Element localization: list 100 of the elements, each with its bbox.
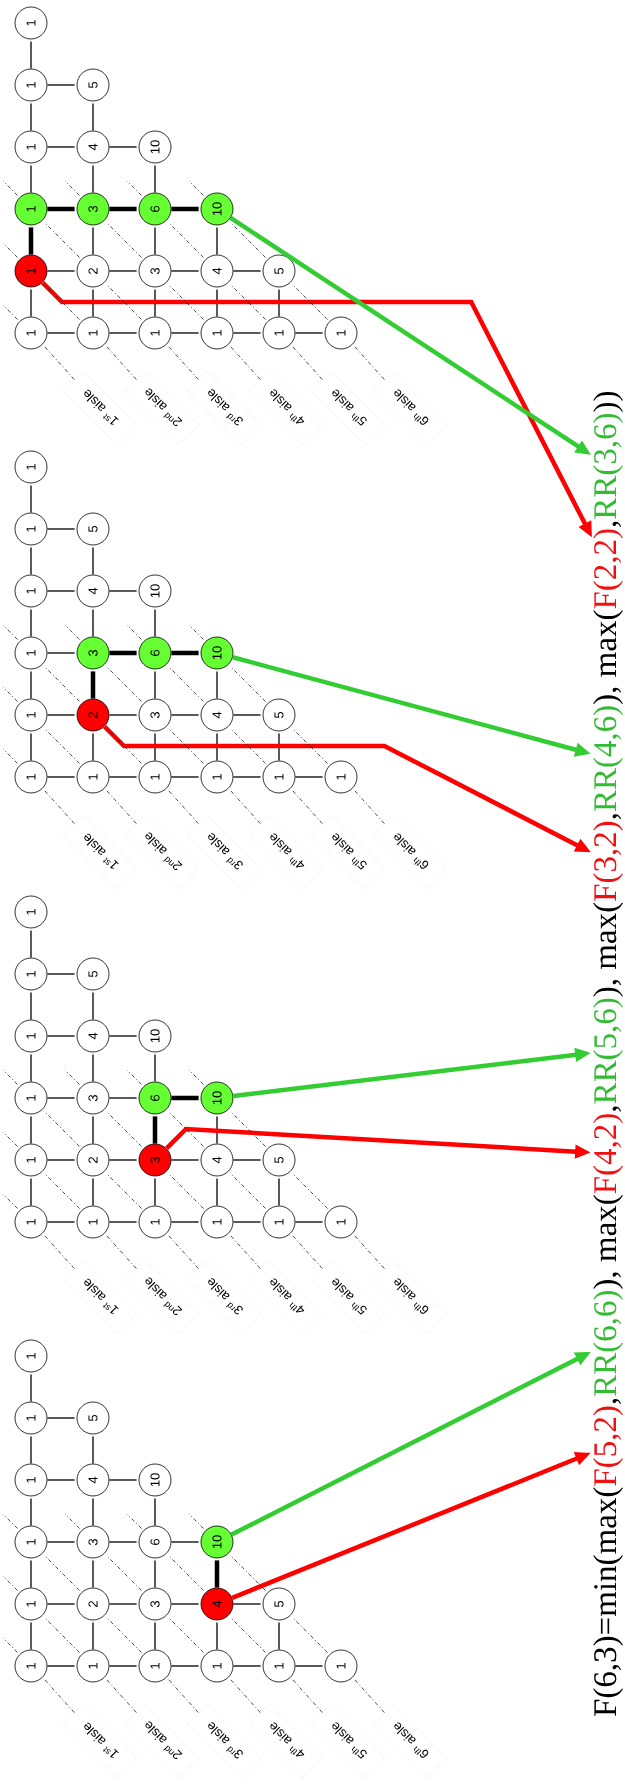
grid-line [109, 650, 137, 656]
aisle-label: 6$^{th}$ aisle [373, 814, 447, 889]
grid-line [171, 1095, 199, 1101]
grid-line [46, 1603, 76, 1605]
leader-line [64, 1513, 261, 1713]
grid-line [108, 590, 138, 592]
leader-line [188, 1069, 385, 1269]
leader-line [2, 748, 75, 824]
grid-line [46, 1221, 76, 1223]
grid-line [214, 1560, 220, 1588]
grid-line [278, 1621, 280, 1651]
grid-line [46, 973, 76, 975]
grid-line [46, 1541, 76, 1543]
grid-line [216, 1115, 218, 1145]
aisle-label: 3$^{rd}$ aisle [187, 1703, 261, 1778]
formula-term: RR(5,6) [593, 998, 624, 1104]
aisle-label: 6$^{th}$ aisle [373, 1703, 447, 1778]
grid-line [171, 650, 199, 656]
grid-line [108, 1665, 138, 1667]
grid-line [154, 1053, 156, 1083]
grid-line [216, 670, 218, 700]
grid-line [92, 546, 94, 576]
formula-term: RR(6,6) [593, 1291, 624, 1396]
leader-line [2, 624, 199, 824]
grid-line [108, 1479, 138, 1481]
aisle-label: 3$^{rd}$ aisle [187, 1259, 261, 1334]
grid-line [278, 1177, 280, 1207]
grid-line [170, 776, 200, 778]
grid-line [232, 1665, 262, 1667]
grid-line [170, 1541, 200, 1543]
leader-line [126, 180, 323, 380]
grid-line [278, 732, 280, 762]
leader-line [2, 1069, 199, 1269]
aisle-label: 1$^{st}$ aisle [63, 370, 137, 445]
grid-line [92, 1053, 94, 1083]
formula-term: F(2,2) [593, 529, 624, 609]
grid-line [108, 1035, 138, 1037]
grid-line [30, 288, 32, 318]
grid-line [30, 991, 32, 1021]
grid-line [92, 1435, 94, 1465]
grid-line [278, 288, 280, 318]
leader-line [2, 1131, 137, 1269]
leader-line [188, 1513, 385, 1713]
grid-line [92, 732, 94, 762]
grid-line [108, 146, 138, 148]
aisle-label: 5$^{th}$ aisle [311, 1703, 385, 1778]
grid-line [232, 1221, 262, 1223]
aisle-label: 4$^{th}$ aisle [249, 1259, 323, 1334]
aisle-label: 3$^{rd}$ aisle [187, 370, 261, 445]
grid-line [216, 288, 218, 318]
grid-line [108, 1603, 138, 1605]
grid-line [232, 776, 262, 778]
grid-line [170, 1221, 200, 1223]
grid-line [46, 590, 76, 592]
leader-line [2, 180, 199, 380]
grid-line [108, 714, 138, 716]
formula-term: F(3,2) [593, 821, 624, 901]
grid-line [294, 776, 324, 778]
grid-line [46, 270, 76, 272]
grid-line [232, 270, 262, 272]
grid-line [92, 226, 94, 256]
grid-line [30, 1053, 32, 1083]
aisle-label: 5$^{th}$ aisle [311, 370, 385, 445]
leader-line [64, 180, 261, 380]
grid-line [46, 146, 76, 148]
aisle-label: 1$^{st}$ aisle [63, 1703, 137, 1778]
grid-line [46, 1159, 76, 1161]
grid-line [108, 1159, 138, 1161]
grid-line [46, 528, 76, 530]
formula-text: , [612, 1398, 622, 1404]
leader-line [2, 1637, 75, 1713]
grid-line [46, 776, 76, 778]
grid-line [92, 608, 94, 638]
grid-line [170, 1603, 200, 1605]
leader-line [64, 1069, 261, 1269]
grid-line [30, 670, 32, 700]
grid-line [294, 332, 324, 334]
grid-line [30, 732, 32, 762]
grid-line [30, 102, 32, 132]
grid-line [216, 1621, 218, 1651]
formula-term: F(5,2) [593, 1406, 624, 1486]
grid-line [154, 1497, 156, 1527]
grid-line [154, 1621, 156, 1651]
grid-line [154, 288, 156, 318]
grid-line [154, 1559, 156, 1589]
grid-line [30, 1115, 32, 1145]
aisle-label: 3$^{rd}$ aisle [187, 814, 261, 889]
grid-line [92, 1115, 94, 1145]
aisle-label: 1$^{st}$ aisle [63, 814, 137, 889]
grid-line [30, 1435, 32, 1465]
leader-line [2, 1575, 137, 1713]
leader-line [2, 1513, 199, 1713]
leader-line [2, 686, 137, 824]
grid-line [232, 714, 262, 716]
grid-line [92, 102, 94, 132]
grid-line [47, 206, 75, 212]
aisle-label: 2$^{nd}$ aisle [125, 814, 199, 889]
grid-line [46, 714, 76, 716]
aisle-label: 5$^{th}$ aisle [311, 1259, 385, 1334]
grid-line [30, 164, 32, 194]
